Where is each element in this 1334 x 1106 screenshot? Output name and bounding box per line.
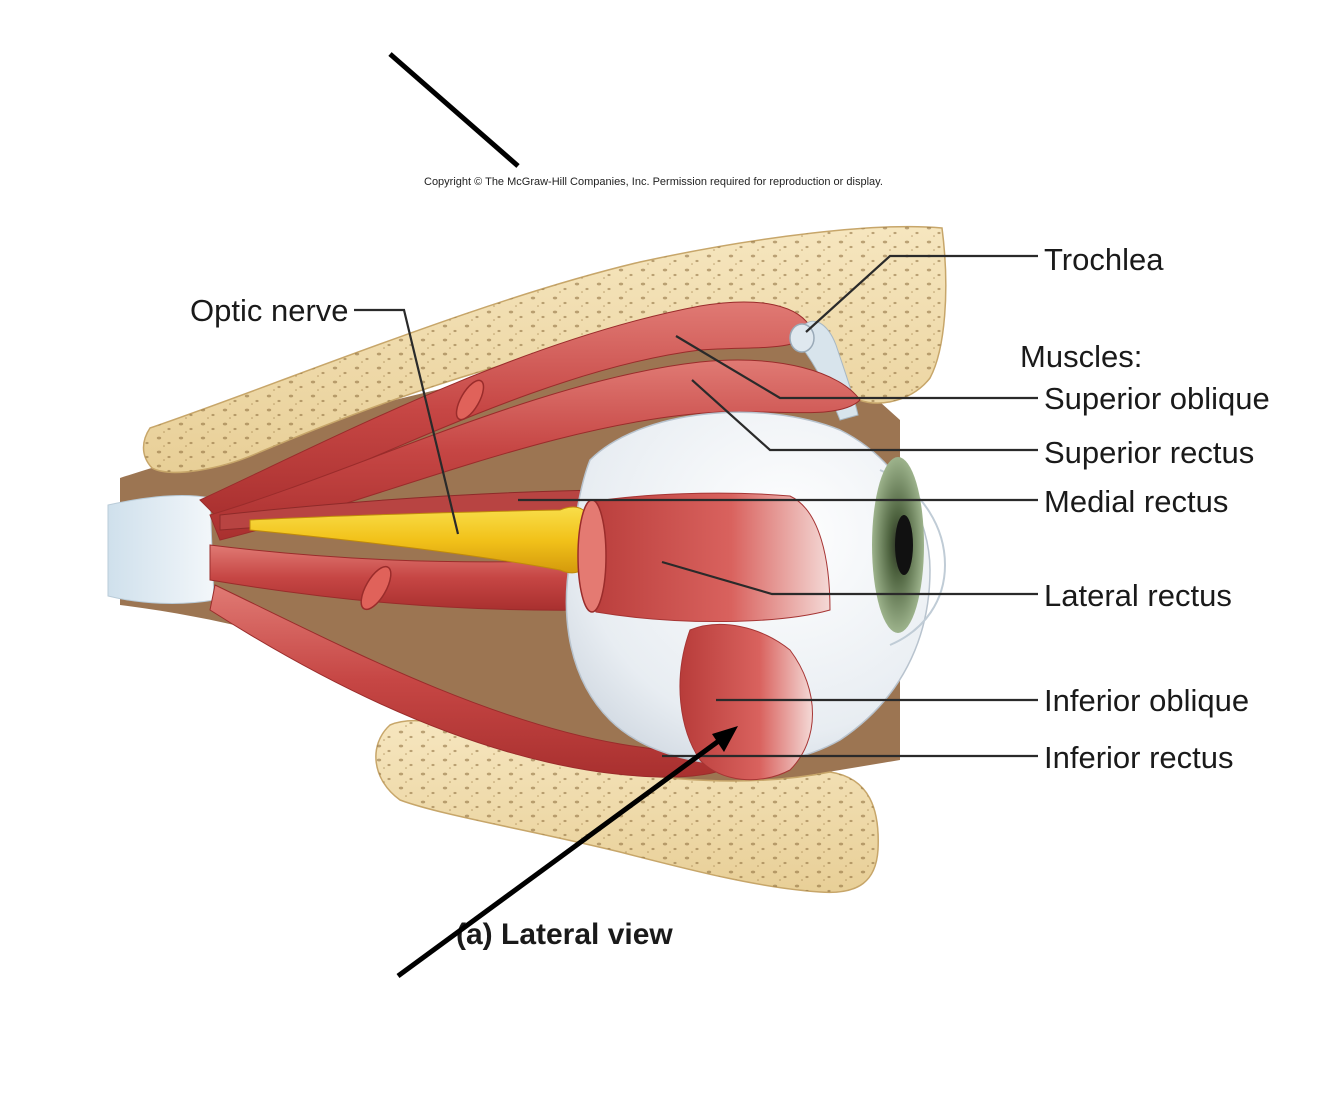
leader-superior-oblique <box>675 335 1038 400</box>
caption-lateral-view: (a) Lateral view <box>456 918 673 951</box>
annotation-arrow <box>396 726 738 979</box>
cut-vessel-upper <box>455 379 485 421</box>
copyright-text: Copyright © The McGraw-Hill Companies, I… <box>424 176 883 188</box>
leader-superior-rectus <box>691 379 1038 452</box>
leader-optic-nerve <box>354 308 460 535</box>
label-inferior-oblique: Inferior oblique <box>1044 683 1249 718</box>
tendon-stub <box>107 495 215 604</box>
label-inferior-rectus: Inferior rectus <box>1044 740 1234 775</box>
inferior-oblique-muscle <box>679 624 813 781</box>
leader-trochlea <box>805 254 1038 333</box>
pupil <box>895 515 913 575</box>
label-muscles-heading: Muscles: <box>1020 339 1142 374</box>
cut-vessel-lower <box>360 565 392 611</box>
lateral-rectus-insertion <box>582 492 831 623</box>
label-superior-rectus: Superior rectus <box>1044 435 1254 470</box>
lateral-rectus-cut-end <box>577 499 607 613</box>
annotation-line-top <box>388 52 520 168</box>
label-medial-rectus: Medial rectus <box>1044 484 1228 519</box>
label-lateral-rectus: Lateral rectus <box>1044 578 1232 613</box>
superior-rectus-muscle <box>209 359 861 541</box>
label-optic-nerve: Optic nerve <box>190 293 349 328</box>
label-trochlea: Trochlea <box>1044 242 1164 277</box>
leader-lateral-rectus <box>661 560 1038 596</box>
label-superior-oblique: Superior oblique <box>1044 381 1270 416</box>
